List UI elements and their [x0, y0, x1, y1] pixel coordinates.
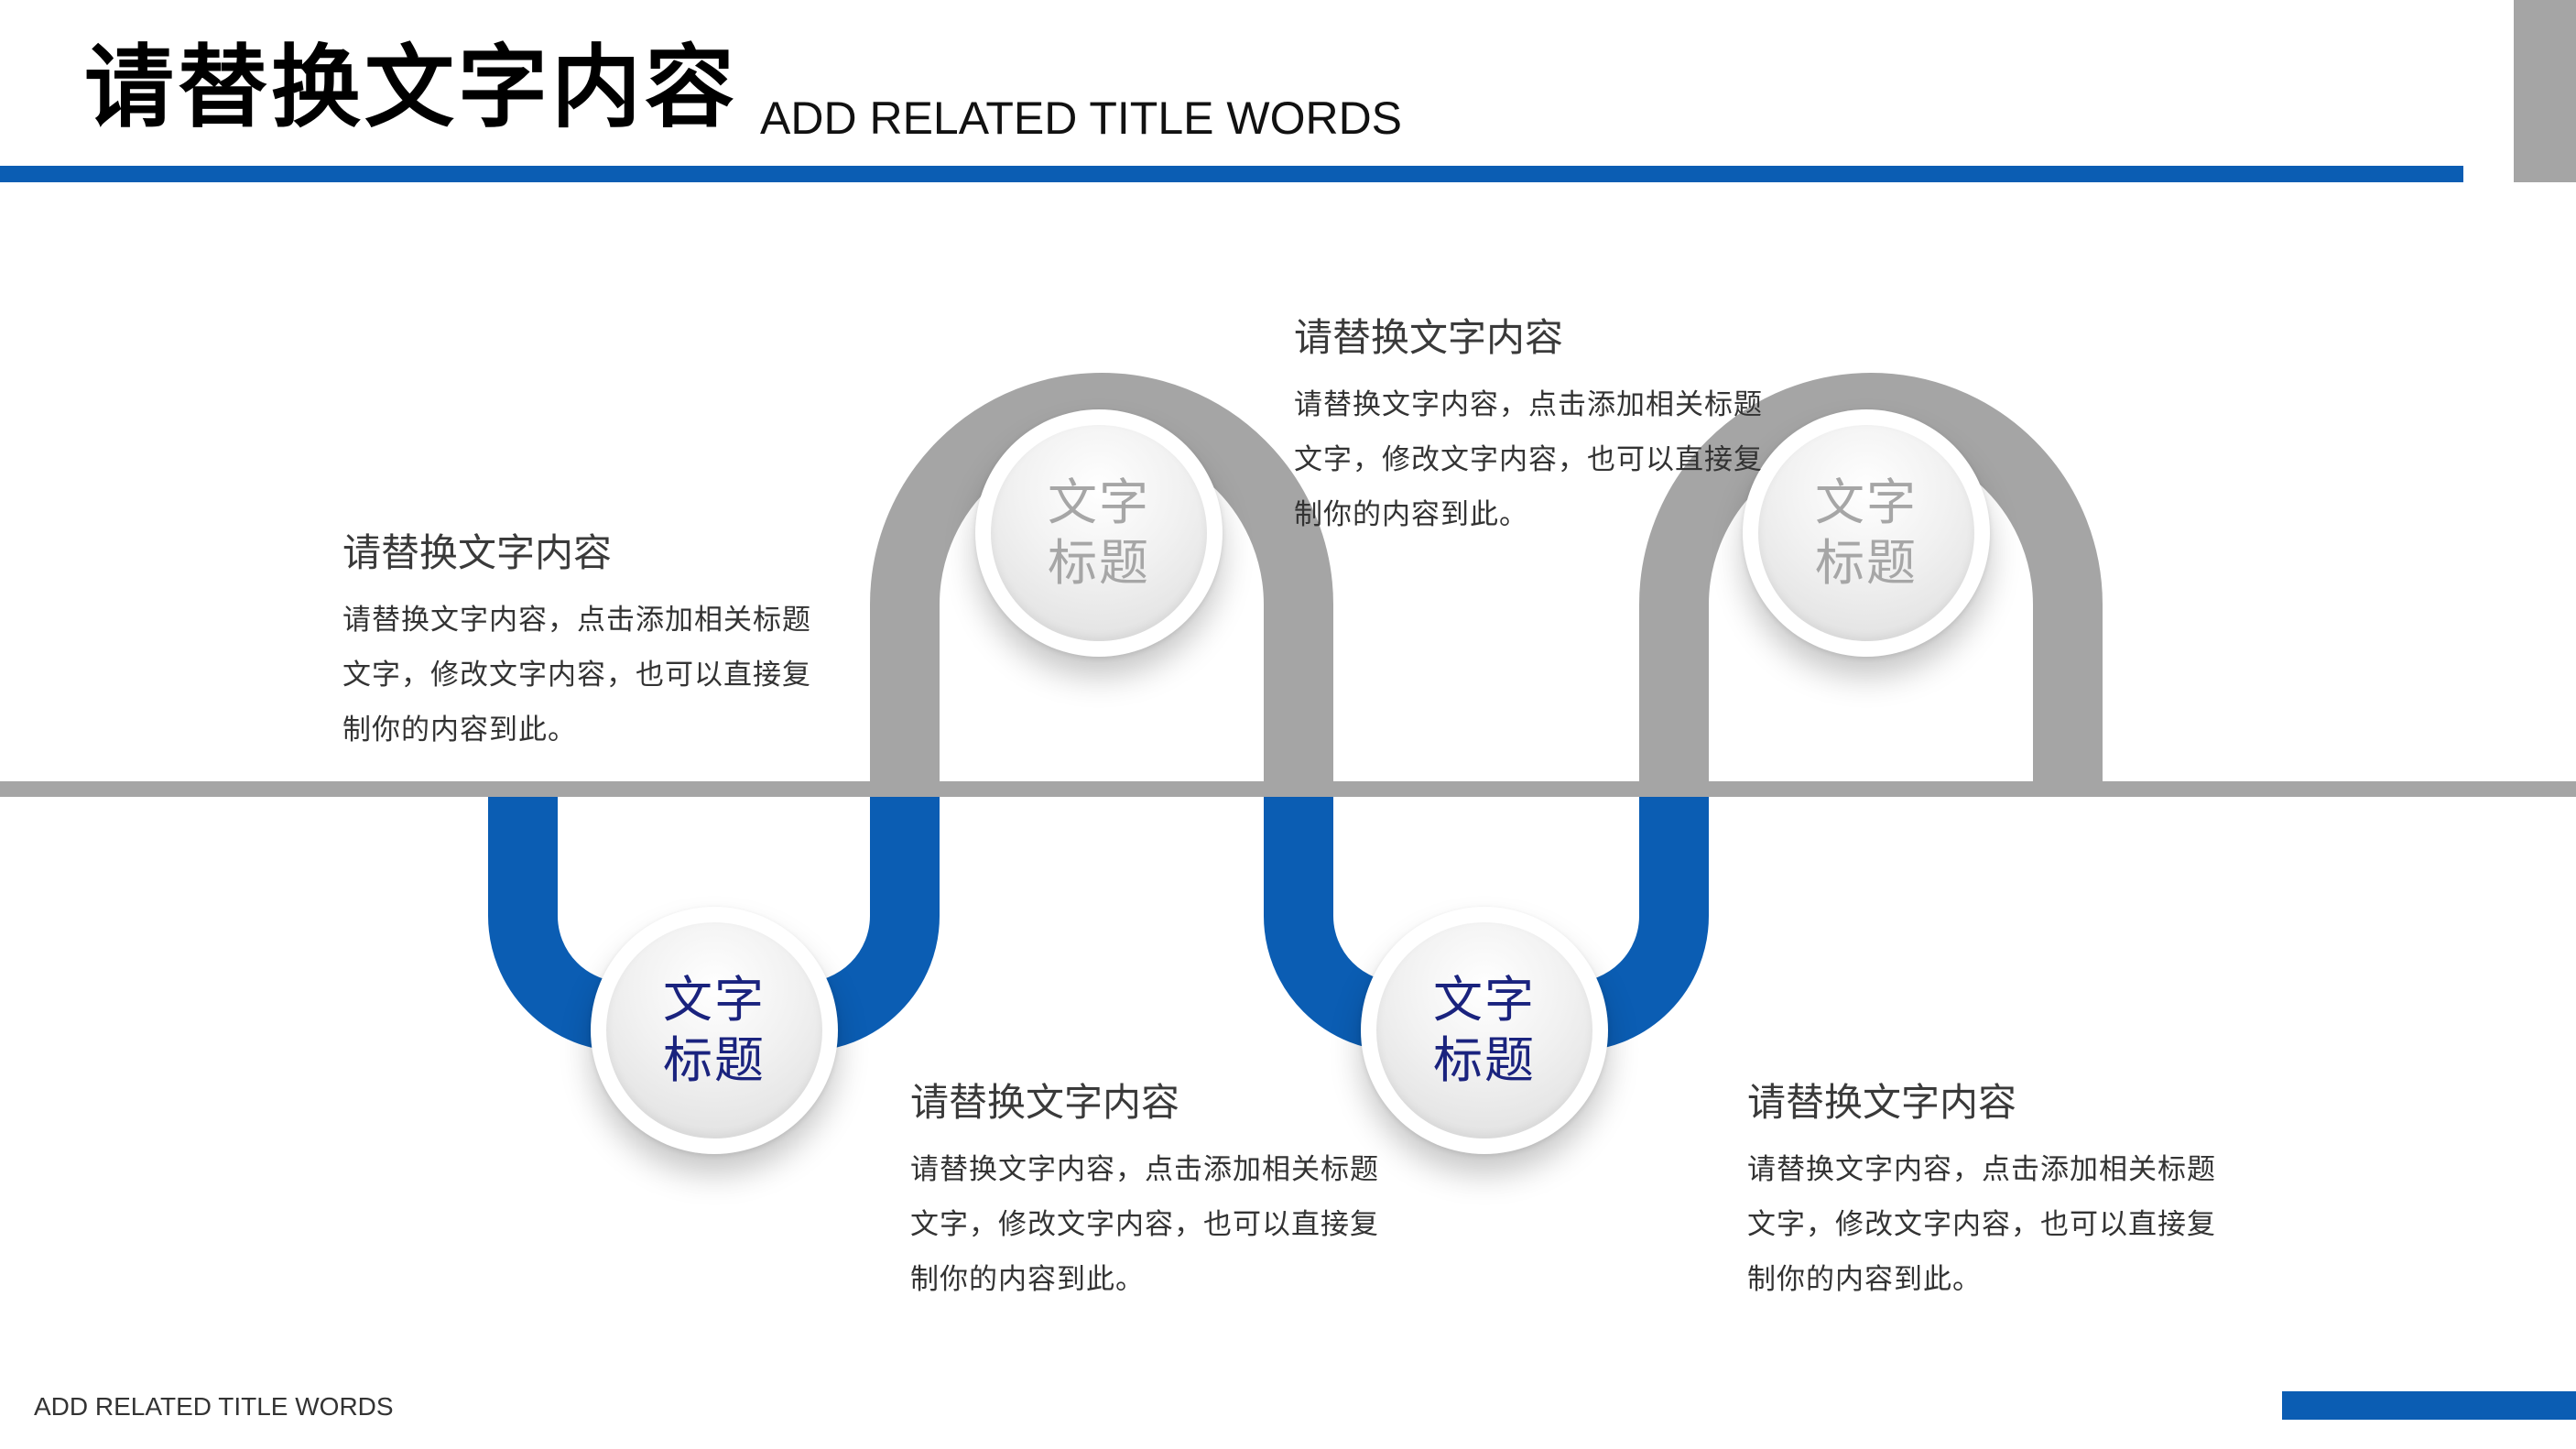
- block-heading: 请替换文字内容: [1294, 315, 1564, 360]
- circle-node-top-1: 文字标题: [975, 409, 1223, 657]
- circle-node-bottom-1: 文字标题: [591, 907, 838, 1154]
- page-subtitle: ADD RELATED TITLE WORDS: [760, 93, 1403, 144]
- footer-accent-bar: [2282, 1391, 2576, 1420]
- block-body: 请替换文字内容，点击添加相关标题文字，修改文字内容，也可以直接复制你的内容到此。: [1747, 1153, 2216, 1296]
- circle-node-bottom-2: 文字标题: [1361, 907, 1608, 1154]
- block-body: 请替换文字内容，点击添加相关标题文字，修改文字内容，也可以直接复制你的内容到此。: [910, 1153, 1379, 1296]
- circle-label: 文字标题: [663, 971, 766, 1089]
- text-block-2: 请替换文字内容 请替换文字内容，点击添加相关标题文字，修改文字内容，也可以直接复…: [1294, 307, 1770, 542]
- upper-loop-1: [870, 373, 1333, 793]
- block-heading: 请替换文字内容: [1747, 1080, 2017, 1125]
- circle-node-top-2: 文字标题: [1743, 409, 1990, 657]
- footer-caption: ADD RELATED TITLE WORDS: [34, 1392, 394, 1421]
- page-title: 请替换文字内容: [84, 36, 739, 140]
- block-body: 请替换文字内容，点击添加相关标题文字，修改文字内容，也可以直接复制你的内容到此。: [342, 604, 811, 746]
- block-heading: 请替换文字内容: [910, 1080, 1180, 1125]
- timeline-axis: [0, 781, 2576, 797]
- circle-label: 文字标题: [1048, 474, 1150, 592]
- upper-loop-2: [1639, 373, 2103, 793]
- text-block-3: 请替换文字内容 请替换文字内容，点击添加相关标题文字，修改文字内容，也可以直接复…: [910, 1072, 1386, 1307]
- circle-label: 文字标题: [1433, 971, 1536, 1089]
- block-body: 请替换文字内容，点击添加相关标题文字，修改文字内容，也可以直接复制你的内容到此。: [1294, 388, 1763, 531]
- header-underline-bar: [0, 166, 2463, 182]
- corner-decor-block: [2514, 0, 2576, 182]
- text-block-1: 请替换文字内容 请替换文字内容，点击添加相关标题文字，修改文字内容，也可以直接复…: [342, 522, 819, 757]
- circle-label: 文字标题: [1815, 474, 1918, 592]
- text-block-4: 请替换文字内容 请替换文字内容，点击添加相关标题文字，修改文字内容，也可以直接复…: [1747, 1072, 2223, 1307]
- block-heading: 请替换文字内容: [342, 530, 613, 575]
